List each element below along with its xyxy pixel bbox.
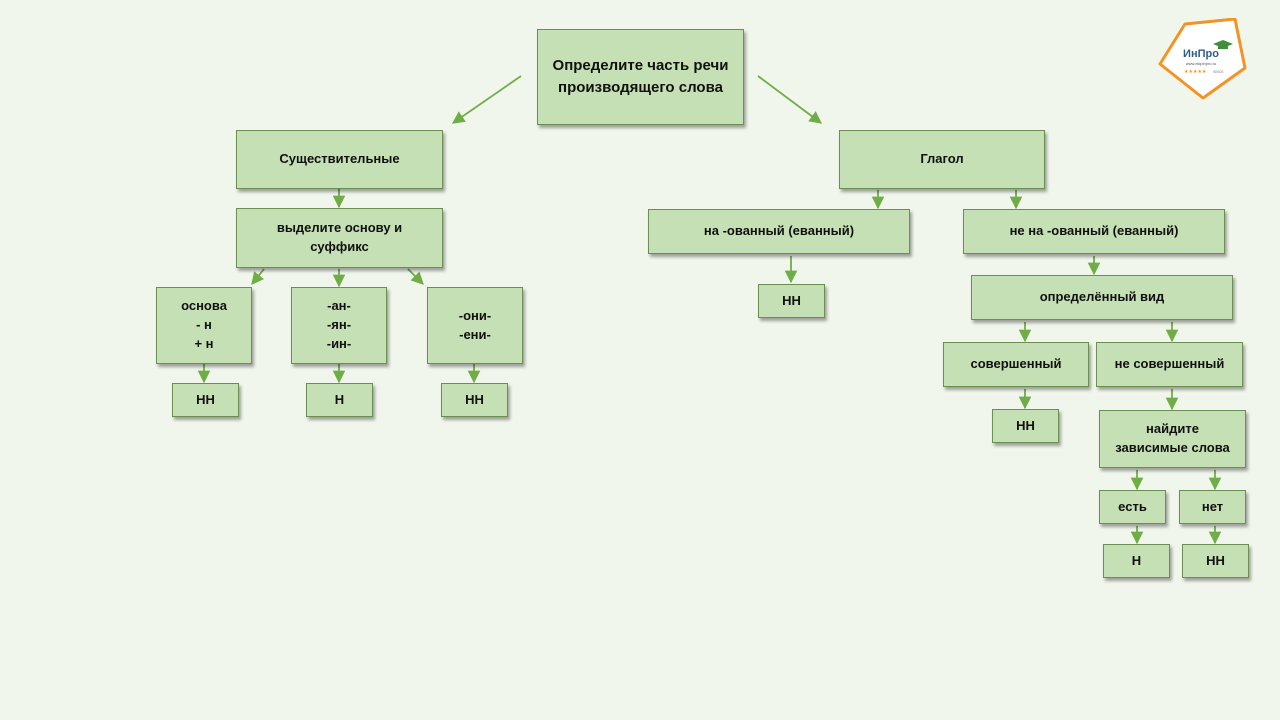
noun-branch-1-result: НН (172, 383, 239, 417)
no-dependents-result: НН (1182, 544, 1249, 578)
noun-branch-2-result: Н (306, 383, 373, 417)
logo-tagline: SINCE (1213, 70, 1224, 74)
graduation-cap-icon (1213, 40, 1233, 49)
find-dependents-box: найдите зависимые слова (1099, 410, 1246, 468)
perfective-result: НН (992, 409, 1059, 443)
arrow-root-to-verb (757, 75, 823, 124)
define-aspect-box: определённый вид (971, 275, 1233, 320)
has-dependents-box: есть (1099, 490, 1166, 524)
svg-text:★★★★★: ★★★★★ (1184, 69, 1207, 75)
verb-ovanny-result: НН (758, 284, 825, 318)
noun-step-box: выделите основу и суффикс (236, 208, 443, 268)
noun-branch-2-box: -ан- -ян- -ин- (291, 287, 387, 364)
logo-url: www.ekipinpro.ru (1186, 61, 1216, 66)
noun-branch-3-box: -они- -ени- (427, 287, 523, 364)
noun-box: Существительные (236, 130, 443, 189)
verb-box: Глагол (839, 130, 1045, 189)
root-question-box: Определите часть речи производящего слов… (537, 29, 744, 125)
has-dependents-result: Н (1103, 544, 1170, 578)
arrow-step-to-branch1 (251, 268, 265, 285)
no-dependents-box: нет (1179, 490, 1246, 524)
inpro-logo: ИнПро www.ekipinpro.ru ★★★★★ SINCE (1155, 17, 1247, 100)
imperfective-box: не совершенный (1096, 342, 1243, 387)
arrow-step-to-branch3 (407, 268, 424, 285)
noun-branch-3-result: НН (441, 383, 508, 417)
rating-stars-icon: ★★★★★ (1184, 69, 1207, 75)
logo-name: ИнПро (1183, 48, 1219, 60)
verb-ovanny-box: на -ованный (еванный) (648, 209, 910, 254)
verb-not-ovanny-box: не на -ованный (еванный) (963, 209, 1225, 254)
noun-branch-1-box: основа - н + н (156, 287, 252, 364)
perfective-box: совершенный (943, 342, 1089, 387)
arrow-root-to-noun (451, 75, 522, 124)
